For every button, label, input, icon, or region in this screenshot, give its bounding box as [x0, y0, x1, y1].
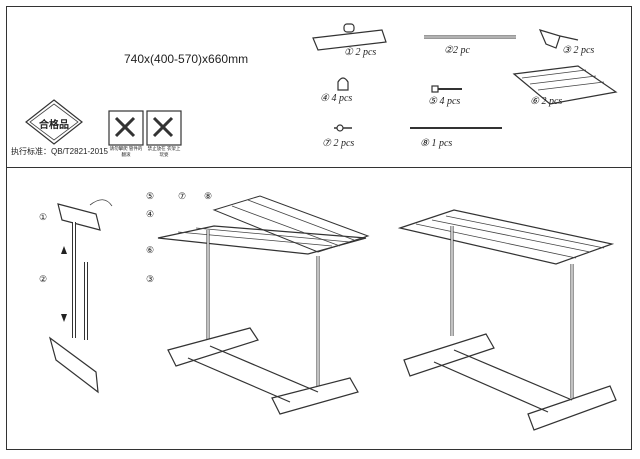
part-2-label: ②2 pc [444, 45, 470, 56]
step2-illustration [157, 195, 370, 415]
part-4-label: ④ 4 pcs [320, 93, 353, 104]
part-6-label: ⑥ 2 pcs [530, 96, 563, 107]
manual-frame [6, 6, 632, 450]
callout-step2-6: ⑥ [146, 245, 155, 255]
certificate-badge [25, 99, 83, 145]
part-6-rack [512, 65, 618, 105]
callout-step2-7: ⑦ [178, 191, 187, 201]
part-1-base-foot [312, 23, 387, 51]
standard-text: 执行标准：QB/T2821-2015 [11, 147, 108, 156]
part-5-label: ⑤ 4 pcs [428, 96, 461, 107]
callout-step2-3: ③ [146, 274, 155, 284]
callout-step1-2: ② [39, 274, 48, 284]
part-5-screw [431, 85, 462, 93]
callout-step2-8: ⑧ [204, 191, 213, 201]
step1-illustration [48, 199, 113, 394]
warning-box-2 [146, 110, 182, 146]
part-3-label: ③ 2 pcs [562, 45, 595, 56]
dimensions-text: 740x(400-570)x660mm [124, 52, 249, 66]
callout-step2-4: ④ [146, 209, 155, 219]
part-7-pin [334, 124, 352, 132]
certificate-label: 合格品 [39, 120, 69, 131]
warning-box-1 [108, 110, 144, 146]
part-3-bracket [538, 29, 579, 49]
part-1-label: ① 2 pcs [344, 47, 377, 58]
callout-step2-5: ⑤ [146, 191, 155, 201]
part-8-label: ⑧ 1 pcs [420, 138, 453, 149]
warning-caption-1: 请勿攀爬 管件的翻滚 [109, 146, 143, 157]
warning-caption-2: 禁止放在 衣架上玩耍 [147, 146, 181, 157]
callout-step1-1: ① [39, 212, 48, 222]
part-4-cap-nut [337, 77, 349, 91]
part-7-label: ⑦ 2 pcs [322, 138, 355, 149]
section-divider [6, 167, 632, 168]
step3-illustration [397, 209, 617, 431]
